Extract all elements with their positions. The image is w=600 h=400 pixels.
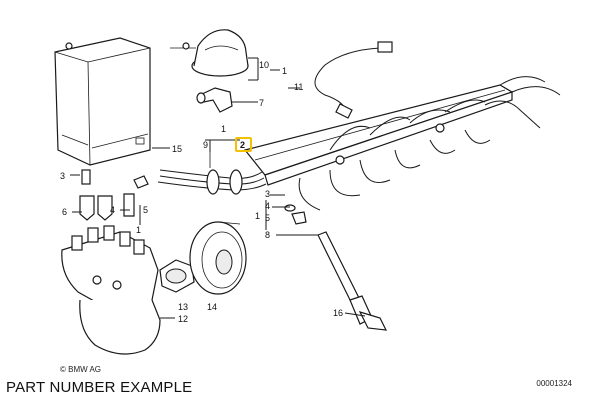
label-15: 15 [172, 144, 182, 154]
label-9: 9 [203, 140, 208, 150]
sensor-cable[interactable] [314, 41, 393, 119]
label-14: 14 [207, 302, 217, 312]
caption-text: PART NUMBER EXAMPLE [6, 379, 193, 396]
label-7: 7 [259, 98, 264, 108]
coil-cap[interactable] [170, 29, 249, 77]
label-16: 16 [333, 308, 343, 318]
label-3-left: 3 [60, 171, 65, 181]
label-11: 11 [294, 82, 303, 92]
label-13: 13 [178, 302, 188, 312]
plug-elbow[interactable] [196, 87, 233, 113]
pulley-disc[interactable] [189, 221, 247, 295]
label-1-center: 1 [221, 124, 226, 134]
highlight-box [235, 137, 252, 152]
label-12: 12 [178, 314, 188, 324]
rotor[interactable] [159, 259, 195, 293]
brand-mark: © BMW AG [60, 365, 102, 374]
label-5-left: 5 [143, 205, 148, 215]
label-5-right: 5 [265, 213, 270, 223]
label-8: 8 [265, 230, 270, 240]
label-3-right: 3 [265, 189, 270, 199]
label-6: 6 [62, 207, 67, 217]
label-1-right: 1 [255, 211, 260, 221]
label-2[interactable]: 2 [240, 140, 245, 150]
label-4-right: 4 [265, 201, 270, 211]
document-number: 00001324 [536, 379, 572, 388]
control-unit[interactable] [54, 37, 151, 166]
wiring-harness-rail[interactable] [243, 76, 561, 186]
label-1-top-right: 1 [282, 66, 287, 76]
spark-plug-leads[interactable] [298, 99, 541, 211]
distributor-cap[interactable] [61, 225, 161, 355]
spark-plug[interactable] [284, 204, 388, 331]
label-4-left: 4 [110, 205, 115, 215]
label-1-mid: 1 [136, 225, 141, 235]
label-10: 10 [259, 60, 269, 70]
leader-lines [70, 57, 366, 319]
coil-wire-bundle[interactable] [157, 150, 267, 195]
